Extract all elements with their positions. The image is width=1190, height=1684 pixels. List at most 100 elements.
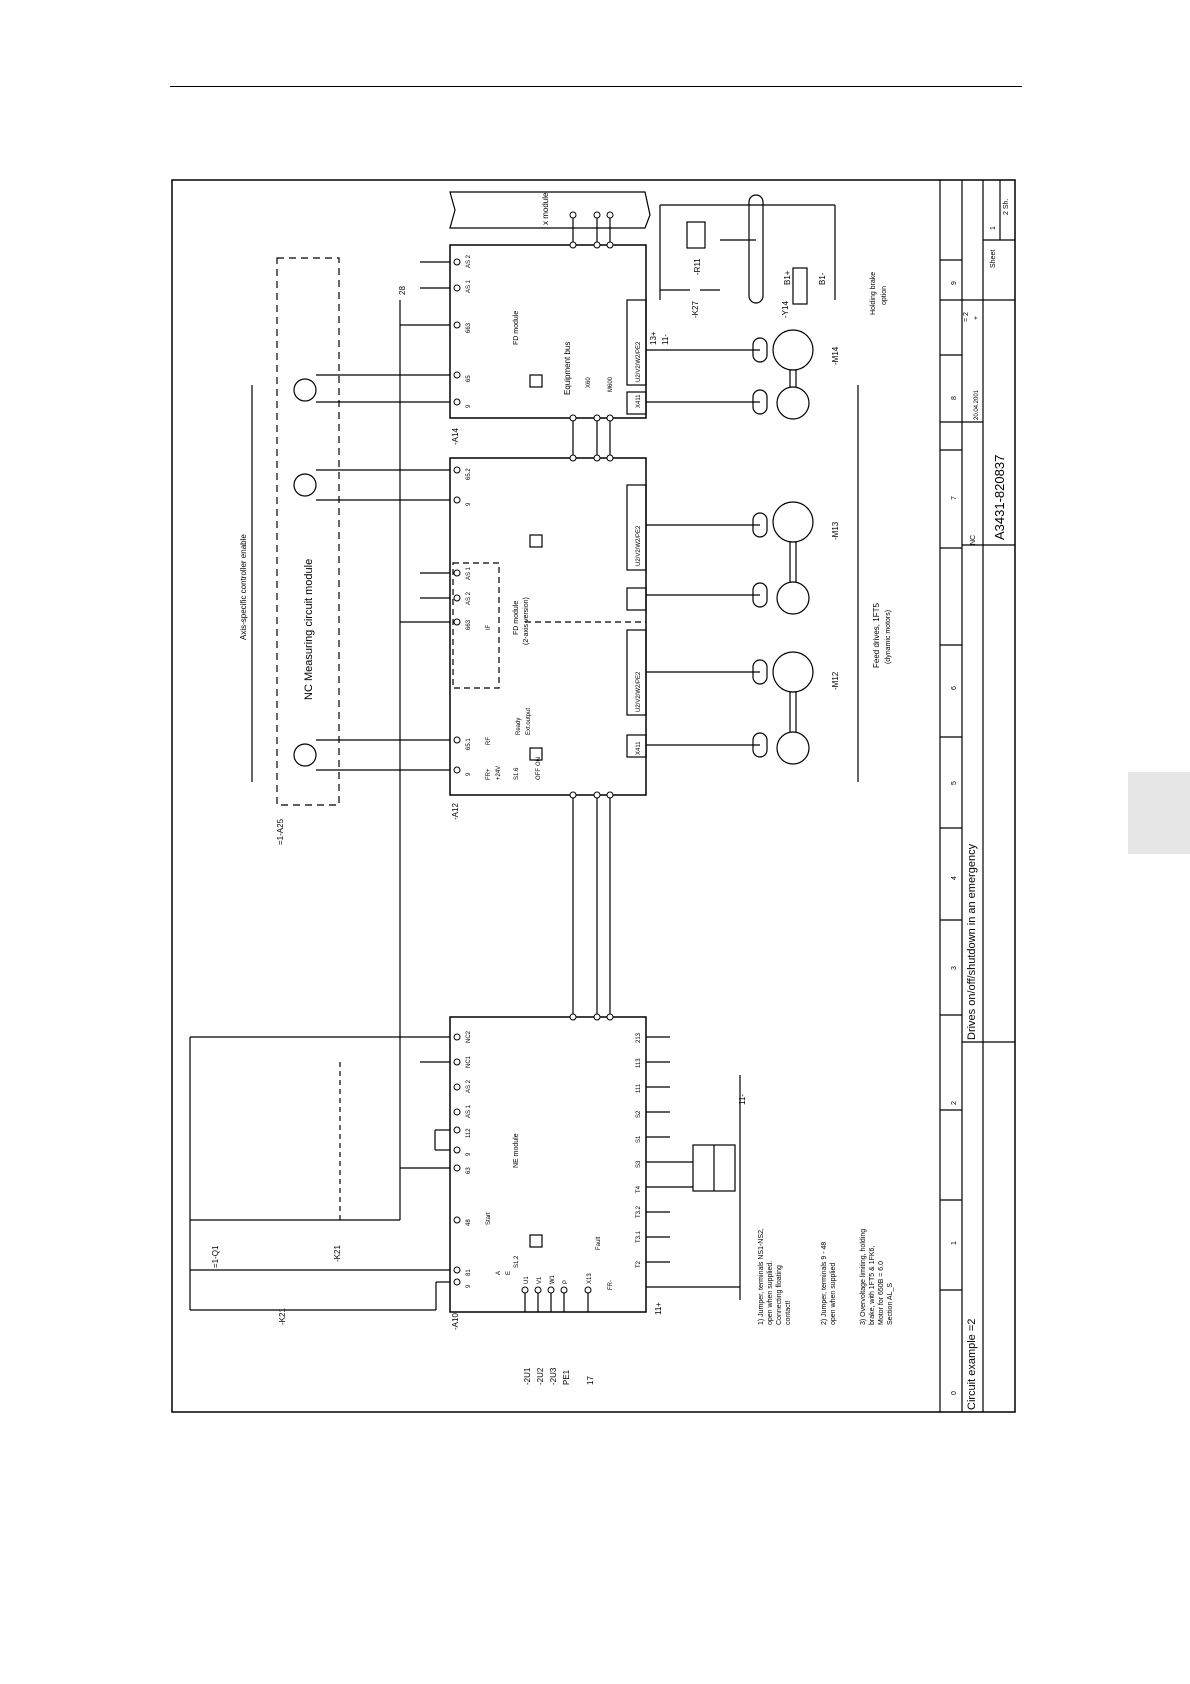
servo-motor (772, 651, 814, 693)
module-text: S1.2 (514, 1255, 520, 1268)
terminal-11m: 11- (661, 334, 670, 345)
terminal-text: S2 (636, 1110, 642, 1118)
terminal (453, 466, 461, 474)
tacho-generator (776, 386, 810, 420)
encoder-symbol (293, 473, 317, 497)
connector-x411 (626, 587, 647, 611)
holding-brake-text: Holding brake (870, 272, 877, 315)
label-m13: -M13 (831, 521, 840, 540)
terminal-text: 63 (466, 1167, 472, 1174)
terminal-text: V1 (537, 1276, 543, 1284)
encoder-symbol (293, 743, 317, 767)
axis-enable-text: Axis-specific controller enable (239, 534, 248, 640)
module-text: U2/V2/W2/PE2 (636, 341, 642, 382)
feed-drives-sub: (dynamic motors) (885, 610, 892, 664)
terminal (569, 791, 577, 799)
terminal (560, 1286, 568, 1294)
label-2u2: -2U2 (536, 1367, 545, 1385)
terminal (534, 1286, 542, 1294)
terminal (593, 1013, 601, 1021)
terminal (606, 454, 614, 462)
terminal (453, 766, 461, 774)
terminal (453, 1216, 461, 1224)
terminal-text: NC2 (466, 1030, 472, 1043)
label-b1p: B1+ (783, 270, 792, 285)
fd-module2-sub: (2-axis version) (523, 597, 530, 645)
terminal-text: 65 (466, 375, 472, 382)
terminal-text: T3.2 (636, 1205, 642, 1218)
note-1-line: open when supplied. (767, 1261, 774, 1325)
terminal (593, 791, 601, 799)
grid-number: 0 (951, 1391, 958, 1395)
terminal (453, 1266, 461, 1274)
drawing-date: 20.04.2001 (974, 389, 980, 420)
note-3-line: brake, with 1FT5 & 1FK6, (869, 1246, 876, 1325)
grid-number: 2 (951, 1101, 958, 1105)
switch-s16 (529, 534, 543, 548)
connector-power (626, 484, 647, 571)
connector-power (626, 299, 647, 386)
label-pe: PE1 (562, 1369, 571, 1385)
module-text: IF (486, 624, 492, 630)
encoder-symbol (293, 378, 317, 402)
terminal-text: 9 (466, 502, 472, 506)
terminal-text: 9 (466, 404, 472, 408)
sheet-label: Sheet (990, 250, 997, 268)
grid-number: 1 (951, 1241, 958, 1245)
terminal (593, 211, 601, 219)
label-x-module: x module (541, 192, 550, 225)
connector-x411 (626, 734, 647, 758)
sheet-total: 2 Sh. (1003, 199, 1010, 215)
label-r11: -R11 (693, 258, 702, 275)
terminal-11p: 11+ (654, 1302, 663, 1315)
cable-shield (748, 194, 764, 304)
terminal-13p: 13+ (649, 331, 658, 345)
terminal (453, 594, 461, 602)
chapter-tab (1128, 772, 1190, 854)
terminal (569, 454, 577, 462)
terminal-text: 663 (466, 619, 472, 630)
label-m14: -M14 (831, 346, 840, 365)
drawing-title: Drives on/off/shutdown in an emergency (966, 843, 978, 1040)
terminal-text: AS 1 (466, 1104, 472, 1118)
terminal (453, 569, 461, 577)
feed-drives-text: Feed drives, 1FT5 (872, 603, 881, 668)
nc-module-text: NC Measuring circuit module (303, 559, 315, 700)
terminal-text: T3.1 (636, 1230, 642, 1243)
terminal (453, 398, 461, 406)
grid-number: 4 (951, 876, 958, 880)
module-text: +24V (496, 766, 502, 780)
note-3-line: Motor for 650B = 6.0 (878, 1261, 885, 1325)
module-text: U2/V2/W2/PE2 (636, 671, 642, 712)
label-17: 17 (586, 1376, 595, 1385)
fd-module-a14 (449, 244, 647, 419)
terminal (547, 1286, 555, 1294)
holding-brake-resistor (792, 267, 808, 305)
terminal-text: 9 (466, 1284, 472, 1288)
header-rule (170, 86, 1022, 87)
terminal (453, 1146, 461, 1154)
terminal-text: 113 (636, 1058, 642, 1068)
label-q1: =1-Q1 (211, 1245, 220, 1268)
note-1-line: 1) Jumper, terminals NS1-NS2, (758, 1228, 765, 1325)
label-a14: -A14 (451, 428, 460, 445)
terminal (453, 736, 461, 744)
module-text: X60 (586, 377, 592, 388)
circuit-example: Circuit example =2 (966, 1319, 978, 1410)
terminal-text: 65.1 (466, 738, 472, 750)
terminal (453, 1164, 461, 1172)
terminal (606, 211, 614, 219)
terminal-text: U1 (524, 1276, 530, 1284)
terminal-11m-b: 11- (738, 1094, 747, 1105)
label-m12: -M12 (831, 671, 840, 690)
grid-number: 5 (951, 781, 958, 785)
note-1-line: contact! (785, 1300, 792, 1325)
terminal-text: 213 (636, 1032, 642, 1043)
terminal-text: AS 1 (466, 279, 472, 293)
switch-s16 (529, 747, 543, 761)
module-text: U2/V2/W2/PE2 (636, 525, 642, 566)
switch-s16 (529, 374, 543, 388)
terminal-text: X13 (587, 1273, 593, 1284)
grid-number: 8 (951, 396, 958, 400)
